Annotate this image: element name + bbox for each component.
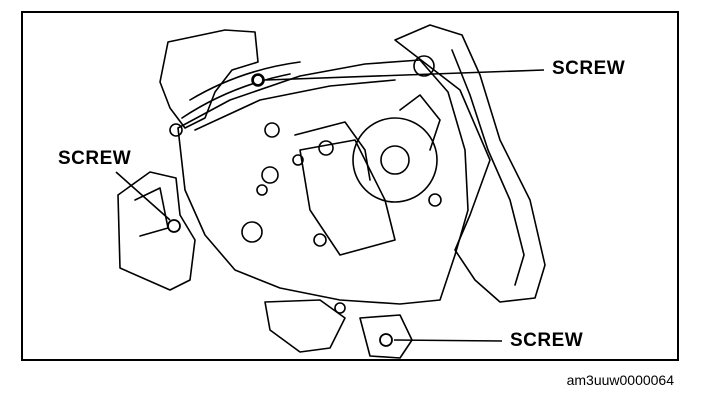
actuator-body bbox=[299, 139, 396, 256]
upper-left-bracket bbox=[159, 29, 259, 129]
motor-housing bbox=[177, 59, 469, 305]
screw-top bbox=[252, 74, 264, 86]
screw-bottom bbox=[379, 333, 393, 347]
figure-reference-code: am3uuw0000064 bbox=[566, 372, 674, 388]
leader-line-top bbox=[265, 69, 545, 81]
lower-bracket bbox=[264, 299, 346, 353]
right-duct-housing bbox=[394, 24, 546, 303]
callout-screw-left: SCREW bbox=[58, 148, 132, 169]
callout-screw-bottom: SCREW bbox=[510, 330, 584, 351]
leader-line-bottom bbox=[393, 339, 503, 342]
figure-frame bbox=[21, 11, 679, 361]
leader-line-left bbox=[115, 171, 171, 221]
screw-left bbox=[167, 219, 181, 233]
left-side-panel bbox=[117, 171, 196, 291]
callout-screw-top: SCREW bbox=[552, 58, 626, 79]
motor-circle bbox=[352, 117, 438, 203]
